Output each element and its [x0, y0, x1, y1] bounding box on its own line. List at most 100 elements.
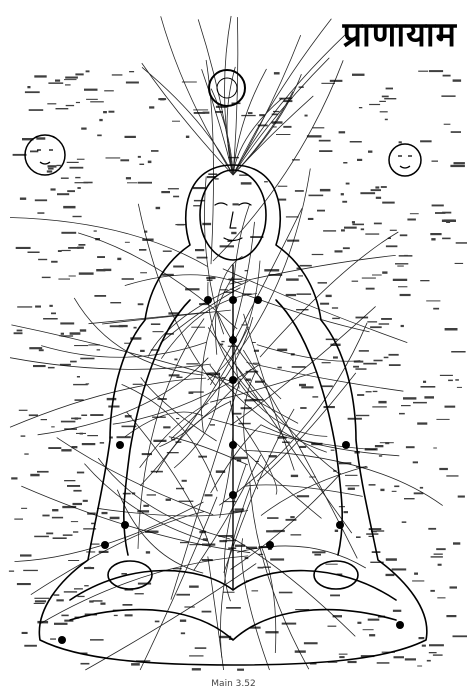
script-mark — [233, 457, 247, 459]
script-mark — [401, 325, 404, 327]
script-mark — [412, 580, 424, 581]
script-mark — [359, 350, 369, 352]
script-mark — [136, 660, 150, 661]
script-mark — [456, 242, 467, 244]
script-mark — [73, 531, 78, 532]
script-mark — [88, 567, 92, 568]
script-mark — [393, 279, 407, 281]
chakra-dot-icon — [204, 296, 212, 304]
script-mark — [90, 544, 100, 545]
page-title: प्राणायाम — [343, 10, 457, 56]
script-mark — [394, 486, 399, 488]
script-mark — [76, 102, 80, 103]
script-mark — [37, 621, 48, 624]
script-mark — [97, 256, 105, 258]
script-mark — [58, 250, 62, 252]
script-mark — [417, 422, 427, 424]
script-mark — [124, 343, 129, 344]
script-mark — [74, 588, 83, 589]
script-mark — [242, 293, 251, 294]
script-mark — [282, 623, 297, 625]
script-mark — [70, 167, 84, 169]
script-mark — [19, 410, 28, 411]
script-mark — [277, 349, 287, 352]
script-mark — [169, 374, 180, 376]
script-mark — [81, 128, 86, 130]
script-mark — [35, 199, 47, 201]
script-mark — [265, 631, 278, 633]
script-mark — [442, 238, 451, 240]
script-mark — [142, 239, 153, 241]
script-mark — [413, 402, 427, 404]
nadi-line — [194, 455, 261, 571]
script-mark — [233, 413, 242, 415]
nadi-line — [257, 373, 355, 481]
script-mark — [63, 534, 73, 536]
script-mark — [174, 359, 177, 361]
script-mark — [107, 398, 117, 400]
script-mark — [369, 484, 376, 486]
script-mark — [64, 620, 73, 622]
script-mark — [67, 190, 75, 192]
script-mark — [25, 91, 40, 93]
script-mark — [34, 75, 46, 77]
script-mark — [299, 446, 306, 448]
script-mark — [173, 568, 182, 569]
script-mark — [60, 364, 71, 366]
moon-face-icon — [25, 135, 65, 175]
script-mark — [297, 495, 309, 497]
script-mark — [109, 437, 113, 439]
script-mark — [357, 622, 361, 624]
script-mark — [78, 244, 85, 246]
script-mark — [198, 456, 207, 458]
script-mark — [311, 443, 322, 445]
script-mark — [81, 663, 90, 665]
script-mark — [49, 305, 52, 307]
script-mark — [56, 599, 63, 601]
script-mark — [297, 268, 300, 270]
script-mark — [143, 505, 149, 507]
script-mark — [382, 202, 395, 204]
script-mark — [228, 547, 236, 549]
script-mark — [119, 325, 128, 327]
script-mark — [313, 127, 325, 128]
script-mark — [371, 531, 377, 533]
script-mark — [41, 419, 47, 420]
script-mark — [451, 131, 461, 133]
script-mark — [439, 468, 448, 470]
script-mark — [125, 242, 130, 243]
script-mark — [455, 263, 464, 264]
script-mark — [384, 98, 396, 99]
script-mark — [389, 364, 401, 366]
script-mark — [457, 387, 462, 388]
script-mark — [220, 289, 228, 290]
script-mark — [80, 653, 87, 655]
chakra-dot-icon — [266, 541, 274, 549]
script-mark — [438, 564, 442, 566]
script-mark — [430, 233, 441, 235]
script-mark — [162, 274, 174, 276]
script-mark — [189, 586, 199, 588]
script-mark — [357, 394, 364, 396]
script-mark — [410, 213, 419, 214]
script-mark — [437, 597, 445, 598]
script-mark — [253, 363, 259, 364]
script-mark — [168, 188, 179, 189]
script-mark — [103, 269, 111, 271]
script-mark — [258, 125, 268, 127]
script-mark — [431, 556, 443, 557]
script-mark — [27, 86, 30, 88]
script-mark — [432, 161, 439, 162]
script-mark — [28, 252, 40, 254]
script-mark — [206, 277, 215, 279]
script-mark — [286, 294, 296, 296]
nadi-line — [210, 365, 327, 452]
script-mark — [345, 475, 358, 476]
script-mark — [133, 384, 143, 385]
script-mark — [97, 349, 101, 350]
script-mark — [331, 450, 335, 451]
script-mark — [235, 508, 245, 511]
script-mark — [450, 586, 458, 588]
script-mark — [250, 236, 263, 238]
script-mark — [371, 189, 381, 191]
